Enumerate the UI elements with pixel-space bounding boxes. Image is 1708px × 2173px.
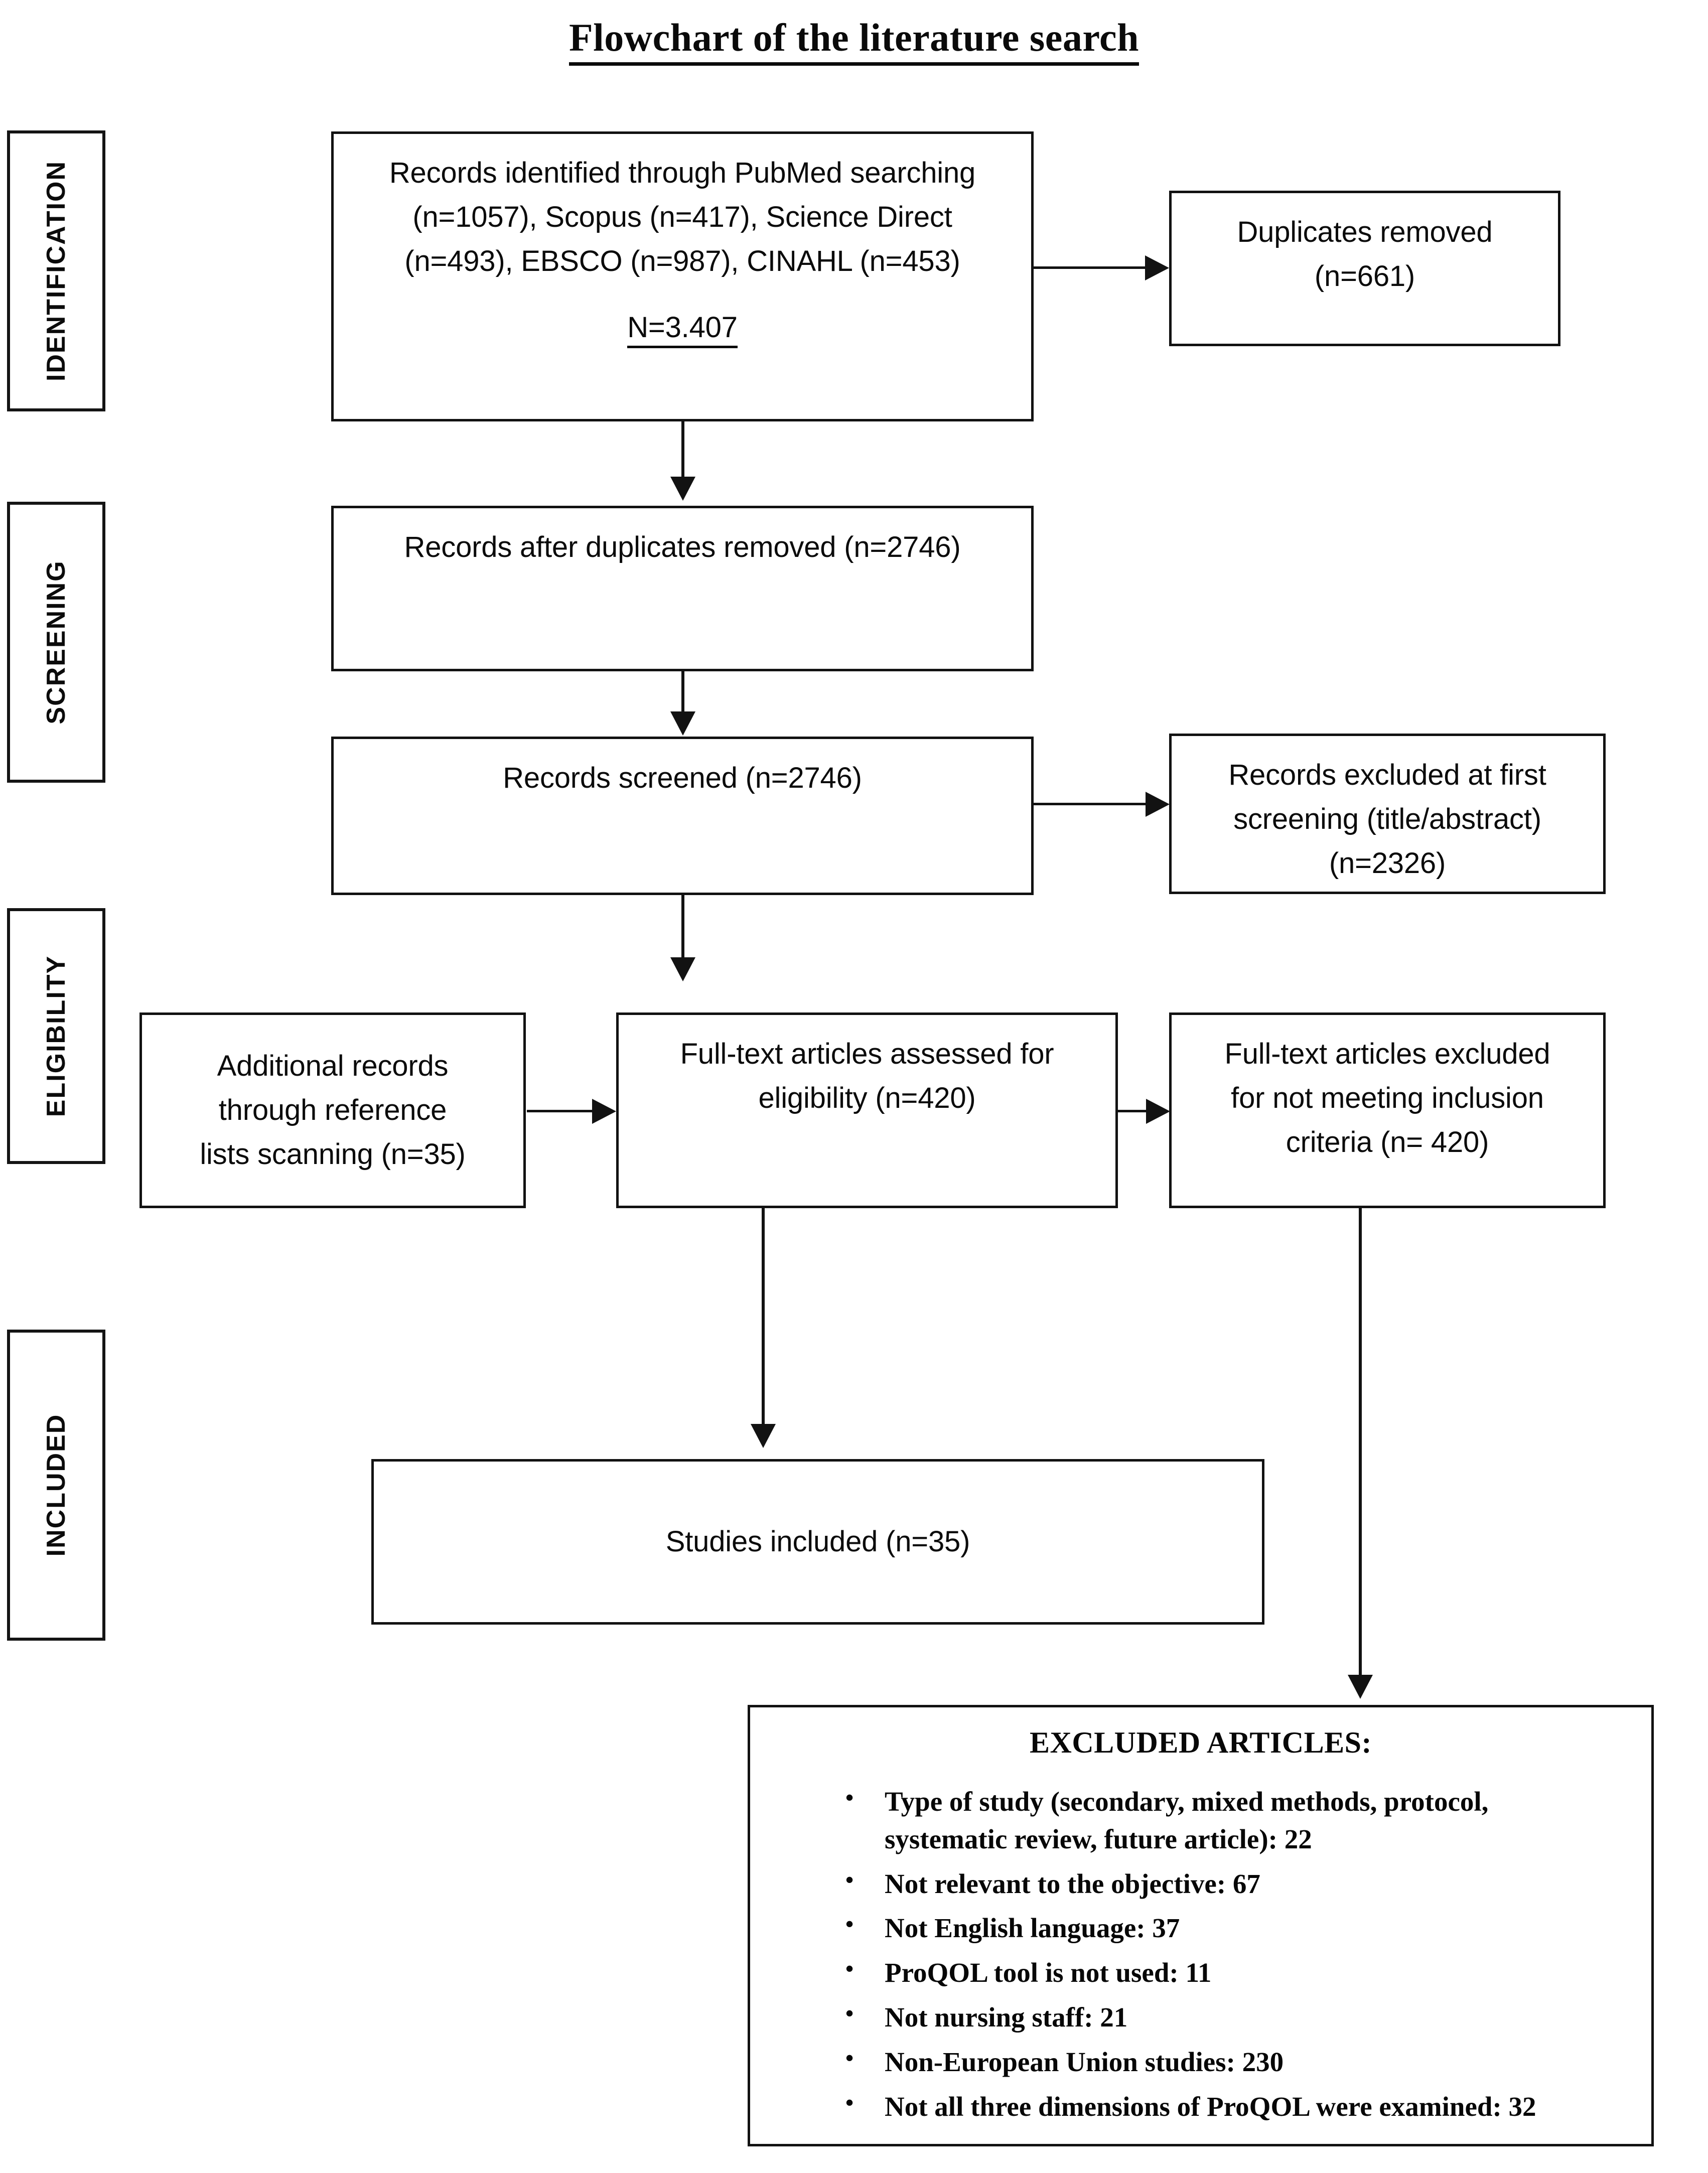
- connector-identified-to-after-duplicates: [681, 421, 684, 482]
- arrow-excluded-to-excluded-articles: [1348, 1675, 1373, 1699]
- page-title: Flowchart of the literature search: [0, 15, 1708, 66]
- excluded-articles-list: Type of study (secondary, mixed methods,…: [845, 1782, 1616, 2126]
- connector-screened-to-excluded: [1034, 803, 1147, 805]
- list-item: Type of study (secondary, mixed methods,…: [845, 1782, 1616, 1858]
- additional-records-line2: through reference: [218, 1093, 447, 1126]
- box-records-identified: Records identified through PubMed search…: [331, 131, 1034, 421]
- duplicates-removed-line1: Duplicates removed: [1237, 216, 1493, 248]
- connector-fulltext-to-included: [762, 1208, 765, 1429]
- records-excluded-first-line2: screening (title/abstract): [1233, 803, 1541, 836]
- records-after-duplicates-line1: Records after duplicates removed (n=2746…: [404, 531, 961, 563]
- records-identified-line3: (n=493), EBSCO (n=987), CINAHL (n=453): [404, 245, 960, 278]
- connector-additional-to-fulltext: [527, 1110, 593, 1112]
- list-item: Not nursing staff: 21: [845, 1998, 1616, 2037]
- additional-records-line3: lists scanning (n=35): [200, 1138, 466, 1171]
- fulltext-excluded-line2: for not meeting inclusion: [1231, 1082, 1544, 1115]
- studies-included-line1: Studies included (n=35): [665, 1525, 970, 1558]
- connector-after-duplicates-to-screened: [681, 671, 684, 716]
- list-item: ProQOL tool is not used: 11: [845, 1953, 1616, 1992]
- connector-screened-to-fulltext: [681, 895, 684, 963]
- box-records-screened: Records screened (n=2746): [331, 737, 1034, 895]
- list-item: Not all three dimensions of ProQOL were …: [845, 2087, 1616, 2126]
- fulltext-assessed-line1: Full-text articles assessed for: [680, 1038, 1054, 1070]
- box-records-excluded-first: Records excluded at first screening (tit…: [1169, 734, 1606, 894]
- records-identified-line2: (n=1057), Scopus (n=417), Science Direct: [412, 201, 952, 234]
- arrow-fulltext-to-excluded: [1146, 1099, 1170, 1124]
- box-duplicates-removed: Duplicates removed (n=661): [1169, 191, 1560, 346]
- stage-label-eligibility: ELIGIBILITY: [7, 908, 105, 1164]
- stage-label-screening-text: SCREENING: [42, 560, 71, 725]
- page-title-text: Flowchart of the literature search: [568, 16, 1140, 66]
- box-studies-included: Studies included (n=35): [371, 1459, 1264, 1625]
- arrow-additional-to-fulltext: [592, 1099, 616, 1124]
- stage-label-eligibility-text: ELIGIBILITY: [42, 955, 71, 1117]
- records-identified-total: N=3.407: [627, 311, 738, 349]
- arrow-screened-to-fulltext: [670, 957, 695, 981]
- excluded-articles-heading: EXCLUDED ARTICLES:: [1029, 1726, 1372, 1759]
- records-identified-line1: Records identified through PubMed search…: [389, 157, 976, 189]
- fulltext-excluded-line3: criteria (n= 420): [1286, 1126, 1489, 1159]
- arrow-after-duplicates-to-screened: [670, 711, 695, 736]
- list-item: Non-European Union studies: 230: [845, 2043, 1616, 2081]
- records-excluded-first-line3: (n=2326): [1329, 847, 1446, 880]
- box-fulltext-excluded: Full-text articles excluded for not meet…: [1169, 1012, 1606, 1208]
- box-fulltext-assessed: Full-text articles assessed for eligibil…: [616, 1012, 1118, 1208]
- arrow-identified-to-duplicates: [1145, 255, 1169, 280]
- fulltext-excluded-line1: Full-text articles excluded: [1224, 1038, 1550, 1070]
- box-records-after-duplicates: Records after duplicates removed (n=2746…: [331, 506, 1034, 671]
- stage-label-screening: SCREENING: [7, 502, 105, 783]
- duplicates-removed-line2: (n=661): [1314, 260, 1415, 293]
- arrow-screened-to-excluded: [1146, 792, 1170, 817]
- box-additional-records: Additional records through reference lis…: [139, 1012, 526, 1208]
- connector-excluded-to-excluded-articles: [1359, 1208, 1362, 1680]
- fulltext-assessed-line2: eligibility (n=420): [758, 1082, 976, 1115]
- stage-label-included: INCLUDED: [7, 1330, 105, 1641]
- arrow-fulltext-to-included: [751, 1424, 776, 1448]
- records-excluded-first-line1: Records excluded at first: [1228, 759, 1546, 791]
- records-screened-line1: Records screened (n=2746): [503, 762, 862, 794]
- list-item: Not relevant to the objective: 67: [845, 1864, 1616, 1903]
- stage-label-included-text: INCLUDED: [42, 1413, 71, 1557]
- stage-label-identification: IDENTIFICATION: [7, 130, 105, 411]
- connector-fulltext-to-excluded: [1118, 1110, 1147, 1112]
- stage-label-identification-text: IDENTIFICATION: [42, 160, 71, 382]
- additional-records-line1: Additional records: [217, 1049, 449, 1082]
- arrow-identified-to-after-duplicates: [670, 477, 695, 501]
- connector-identified-to-duplicates: [1034, 266, 1146, 269]
- list-item: Not English language: 37: [845, 1909, 1616, 1947]
- box-excluded-articles: EXCLUDED ARTICLES: Type of study (second…: [748, 1705, 1654, 2146]
